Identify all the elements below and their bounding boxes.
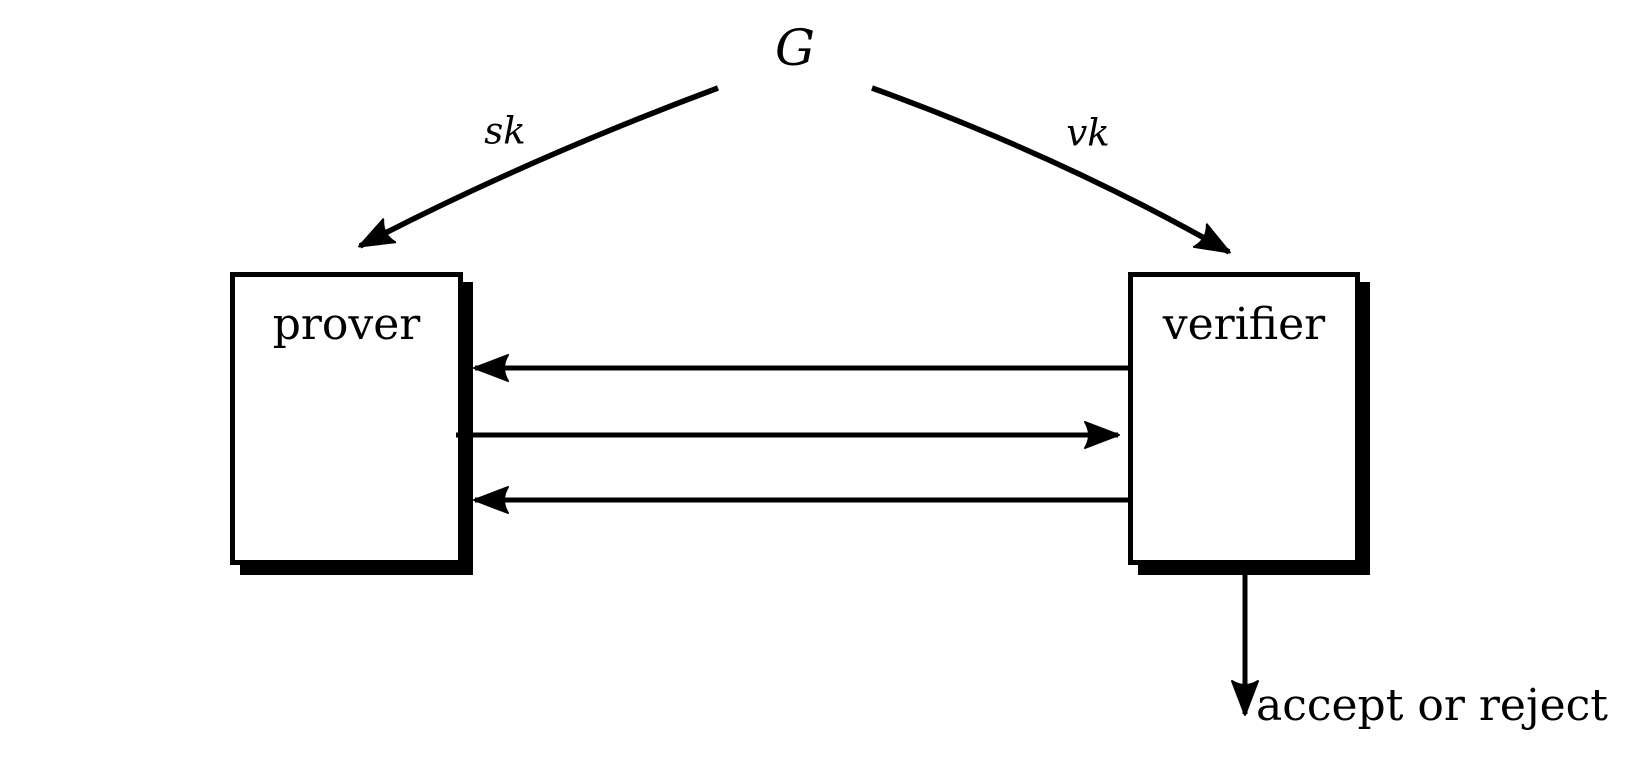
vk-edge-label: vk [1066, 111, 1110, 155]
verifier-label: verifier [1162, 299, 1326, 350]
prover-label: prover [272, 299, 421, 350]
sk-edge-label: sk [484, 109, 526, 153]
generator-label: G [775, 19, 815, 77]
verifier-box: verifier [1128, 272, 1360, 565]
verdict-label: accept or reject [1256, 680, 1608, 731]
sk-arrow [358, 85, 719, 249]
prover-box: prover [230, 272, 463, 565]
vk-arrow [871, 85, 1231, 255]
